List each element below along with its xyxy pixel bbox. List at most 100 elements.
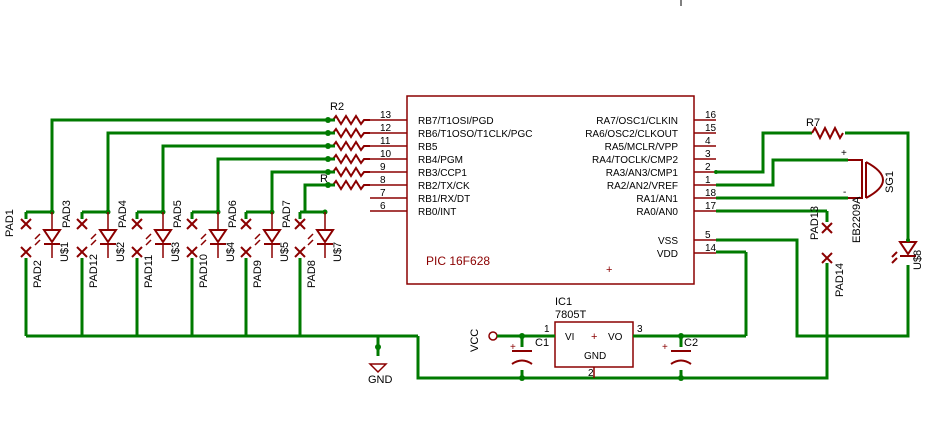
chip-left-pin-number: 12 xyxy=(380,123,392,134)
chip-left-pin-number: 10 xyxy=(380,149,392,160)
pad-marker xyxy=(131,218,143,230)
pad13-marker xyxy=(821,222,833,234)
r2-resistor-element xyxy=(332,179,370,191)
buzzer-sg1: + - SG1 EB2209A xyxy=(841,148,896,243)
pad14-label: PAD14 xyxy=(834,263,846,297)
r-overlap-label: R xyxy=(320,173,328,185)
pad-marker xyxy=(76,246,88,258)
led-arrow xyxy=(254,233,261,240)
chip-left-pin-number: 7 xyxy=(380,188,386,199)
regulator-name: IC1 xyxy=(555,296,572,308)
chip-right-pin-number: 14 xyxy=(705,243,717,254)
chip-left-pin-name: RB2/TX/CK xyxy=(418,181,470,192)
buzzer-value: EB2209A xyxy=(851,196,863,243)
vcc-terminal: VCC xyxy=(469,329,498,352)
led-triangle xyxy=(208,229,228,244)
pad-bottom-label: PAD8 xyxy=(306,260,318,288)
led-label: U$1 xyxy=(59,242,71,262)
svg-text:+: + xyxy=(662,342,668,353)
c2-label: C2 xyxy=(684,337,698,349)
regulator-value: 7805T xyxy=(555,309,586,321)
pad14-marker xyxy=(821,252,833,264)
chip-left-pin-name: RB1/RX/DT xyxy=(418,194,470,205)
gnd-symbol: GND xyxy=(368,344,393,386)
chip-left-pin-name: RB0/INT xyxy=(418,207,456,218)
regulator-wires xyxy=(497,250,748,378)
chip-right-pin-name: VDD xyxy=(657,249,678,260)
pad-marker xyxy=(186,218,198,230)
chip-left-pin-number: 11 xyxy=(380,136,391,147)
led-arrow xyxy=(90,233,97,240)
regulator-gnd: GND xyxy=(584,351,606,362)
chip-body xyxy=(406,95,695,285)
chip-right-pin-number: 18 xyxy=(705,188,717,199)
led-arrow xyxy=(34,239,41,246)
chip-right-pin-number: 15 xyxy=(705,123,717,134)
regulator-vo: VO xyxy=(608,332,623,343)
r2-resistor-element xyxy=(332,153,370,165)
chip-left-pins: 13RB7/T1OSI/PGD12RB6/T1OSO/T1CLK/PGC11RB… xyxy=(370,110,532,218)
pad-extra-label: PAD6 xyxy=(227,200,239,228)
chip-right-pin-name: RA3/AN3/CMP1 xyxy=(606,168,679,179)
led-arrow xyxy=(200,233,207,240)
regulator-vi: VI xyxy=(565,332,574,343)
pad-marker xyxy=(131,246,143,258)
chip-right-pin-number: 4 xyxy=(705,136,711,147)
chip-left-pin-name: RB3/CCP1 xyxy=(418,168,467,179)
chip-right-pin-name: RA2/AN2/VREF xyxy=(607,181,678,192)
led-arrow xyxy=(34,233,41,240)
chip-right-pin-name: VSS xyxy=(658,236,678,247)
gnd-label: GND xyxy=(368,374,393,386)
pad-bottom-label: PAD11 xyxy=(143,255,155,288)
chip-right-pin-name: RA5/MCLR/VPP xyxy=(605,142,679,153)
led-u8-label: U$8 xyxy=(912,250,924,270)
chip-right-pin-name: RA1/AN1 xyxy=(636,194,678,205)
led-label: U$7 xyxy=(332,242,344,262)
led-triangle xyxy=(153,229,173,244)
led-arrow xyxy=(307,233,314,240)
rb-wires xyxy=(50,118,328,212)
led-label: U$3 xyxy=(170,242,182,262)
chip-right-pin-name: RA4/TOCLK/CMP2 xyxy=(592,155,678,166)
chip-left-pin-name: RB6/T1OSO/T1CLK/PGC xyxy=(418,129,532,140)
chip-right-pin-name: RA7/OSC1/CLKIN xyxy=(596,116,678,127)
vcc-label: VCC xyxy=(469,329,481,352)
chip-right-pin-number: 1 xyxy=(705,175,711,186)
capacitor-c2: + C2 xyxy=(662,337,698,365)
led-columns: PAD1PAD2U$1PAD3PAD12U$2PAD4PAD11U$3PAD5P… xyxy=(4,200,344,336)
r2-resistor-element xyxy=(332,127,370,139)
regulator-pin-out: 3 xyxy=(637,324,643,335)
r7-resistor: R7 xyxy=(806,117,844,141)
r2-resistor-element xyxy=(332,140,370,152)
led-label: U$2 xyxy=(115,242,127,262)
pad-bottom-label: PAD9 xyxy=(252,260,264,288)
pad13-label: PAD13 xyxy=(809,206,821,240)
chip-left-pin-number: 6 xyxy=(380,201,386,212)
pad-marker xyxy=(20,246,32,258)
chip-left-pin-name: RB5 xyxy=(418,142,438,153)
led-triangle xyxy=(262,229,282,244)
chip-right-pin-number: 5 xyxy=(705,230,711,241)
capacitor-c1: + C1 xyxy=(510,337,549,365)
pad-top-label: PAD1 xyxy=(4,209,16,237)
led-arrow xyxy=(307,239,314,246)
pic-chip: PIC 16F628 + 13RB7/T1OSI/PGD12RB6/T1OSO/… xyxy=(370,95,717,285)
pad-extra-label: PAD4 xyxy=(117,200,129,228)
svg-text:+: + xyxy=(510,342,516,353)
regulator-pin-gnd: 2 xyxy=(588,368,594,379)
chip-right-pin-number: 2 xyxy=(705,162,711,173)
pad-marker xyxy=(240,246,252,258)
led-arrow xyxy=(145,239,152,246)
r7-label: R7 xyxy=(806,117,820,129)
svg-text:-: - xyxy=(843,187,846,198)
chip-right-pin-number: 17 xyxy=(705,201,717,212)
chip-left-pin-name: RB4/PGM xyxy=(418,155,463,166)
chip-left-pin-number: 9 xyxy=(380,162,386,173)
chip-left-pin-number: 13 xyxy=(380,110,392,121)
led-triangle xyxy=(42,229,62,244)
